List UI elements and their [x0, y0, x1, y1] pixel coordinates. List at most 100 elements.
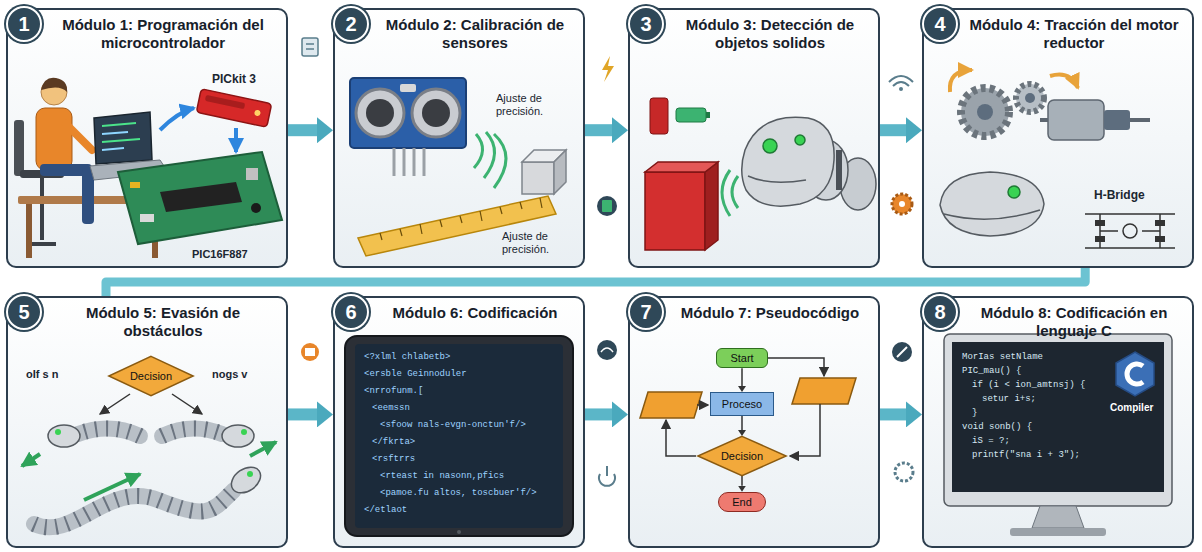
ultrasonic-sensor-illustration	[520, 202, 522, 209]
programmer-illustration	[102, 132, 128, 134]
code-line: setur i+s;	[982, 394, 1036, 405]
diamond-shape	[698, 436, 786, 475]
code-line: PIC_mau() {	[962, 366, 1021, 377]
decorative-icons	[601, 348, 613, 352]
code-line: <sfoow nals-evgn-onctun'f/>	[380, 420, 526, 431]
object-detection-illustration	[645, 98, 876, 250]
monitor-illustration	[952, 342, 1164, 492]
code-line: <?xlml chlabetb>	[364, 352, 450, 363]
code-line: void sonb() {	[962, 422, 1032, 433]
gear-motor-illustration	[940, 70, 1175, 248]
gear-motor-illustration	[961, 88, 1009, 136]
flow-arrow	[585, 124, 612, 136]
ultrasonic-sensor-illustration	[480, 211, 482, 221]
decorative-icons	[302, 38, 318, 56]
programmer-illustration	[254, 109, 261, 116]
ultrasonic-sensor-illustration	[356, 89, 404, 137]
programmer-illustration	[102, 139, 140, 142]
step-number-text: 5	[18, 302, 29, 322]
step-number: 3	[628, 6, 664, 42]
object-detection-illustration	[836, 150, 842, 190]
code-line: }	[972, 408, 977, 419]
flow-pipe	[106, 268, 1085, 296]
snake-robots-illustration	[227, 462, 266, 498]
snake-robots-illustration	[34, 490, 234, 527]
programmer-illustration	[246, 168, 258, 180]
gear-motor-illustration	[1085, 214, 1175, 248]
compiler-label: Compiler	[1110, 402, 1153, 414]
module-panel: Módulo 7: Pseudocódigo7StartProcesoDecis…	[628, 296, 880, 548]
module-title: Módulo 7: Pseudocódigo	[630, 298, 878, 322]
module-panel: Módulo 4: Tracción del motor reductor4	[922, 8, 1194, 268]
process-text: Proceso	[722, 398, 762, 411]
ultrasonic-sensor-illustration	[400, 229, 402, 236]
decorative-icons	[895, 463, 913, 481]
module-title: Módulo 8: Codificación en lenguaje C	[924, 298, 1192, 339]
flow-arrow	[880, 408, 906, 420]
step-number-text: 1	[18, 14, 29, 34]
code-line: <nrrofunm.[	[364, 386, 423, 397]
panel-ground	[922, 296, 1194, 548]
tablet-illustration	[345, 336, 573, 536]
programmer-illustration	[130, 182, 140, 188]
object-detection-illustration	[705, 162, 718, 250]
programmer-illustration	[205, 95, 245, 109]
gear-motor-illustration	[1050, 75, 1078, 89]
flowchart-illustration	[640, 392, 702, 418]
ultrasonic-sensor-illustration	[540, 198, 542, 208]
terminal-text: Start	[730, 352, 753, 365]
panel-ground	[6, 296, 288, 548]
decorative-icons	[892, 194, 912, 214]
snake-robots-illustration	[222, 425, 254, 447]
step-number: 5	[6, 294, 42, 330]
part-label: Ajuste de precisión.	[502, 230, 576, 256]
programmer-illustration	[66, 124, 92, 150]
flow-arrow	[585, 408, 612, 420]
snake-robots-illustration	[78, 428, 140, 436]
ultrasonic-sensor-illustration	[554, 150, 566, 194]
monitor-illustration	[1010, 528, 1106, 536]
flowchart-illustration	[790, 404, 820, 456]
module-panel: Módulo 1: Programación del microcontrola…	[6, 8, 288, 268]
panel-ground	[333, 8, 585, 268]
code-line: if (i < ion_amtnsj) {	[972, 380, 1085, 391]
part-label: nogs v	[212, 368, 247, 381]
decorative-icons	[301, 38, 913, 486]
object-detection-illustration	[676, 108, 706, 122]
decorative-icons	[899, 201, 905, 207]
module-title: Módulo 6: Codificación	[335, 298, 583, 322]
code-line: printf("sna i + 3");	[972, 450, 1080, 461]
step-number-text: 4	[934, 14, 945, 34]
flowchart-illustration	[697, 404, 708, 406]
gear-motor-illustration	[1040, 118, 1048, 122]
programmer-illustration	[196, 89, 271, 127]
flow-arrow	[880, 124, 906, 136]
monitor-illustration	[1127, 364, 1143, 384]
decision-text: Decision	[130, 370, 172, 383]
object-detection-illustration	[645, 172, 705, 250]
tablet-illustration	[457, 530, 461, 534]
programmer-illustration	[14, 120, 24, 176]
step-number: 1	[6, 6, 42, 42]
programmer-illustration	[251, 203, 261, 213]
programmer-illustration	[36, 108, 72, 170]
gear-motor-illustration	[1095, 236, 1105, 242]
decorative-icons	[889, 76, 913, 86]
step-number-text: 6	[345, 302, 356, 322]
programmer-illustration	[140, 214, 154, 222]
ultrasonic-sensor-illustration	[403, 148, 406, 176]
gear-motor-illustration	[944, 210, 1040, 219]
ultrasonic-sensor-illustration	[423, 148, 426, 176]
tablet-illustration	[345, 336, 573, 536]
programmer-illustration	[160, 182, 242, 212]
ultrasonic-sensor-illustration	[393, 148, 396, 176]
gear-motor-illustration	[1008, 186, 1020, 198]
gear-motor-illustration	[940, 172, 1044, 236]
module-title: Módulo 3: Detección de objetos solidos	[630, 10, 878, 51]
decision-text: Decision	[721, 450, 763, 463]
flow-arrow	[288, 124, 317, 136]
decorative-icons	[892, 342, 912, 362]
programmer-illustration	[14, 78, 282, 258]
programmer-illustration	[82, 168, 94, 224]
object-detection-illustration	[742, 117, 834, 206]
